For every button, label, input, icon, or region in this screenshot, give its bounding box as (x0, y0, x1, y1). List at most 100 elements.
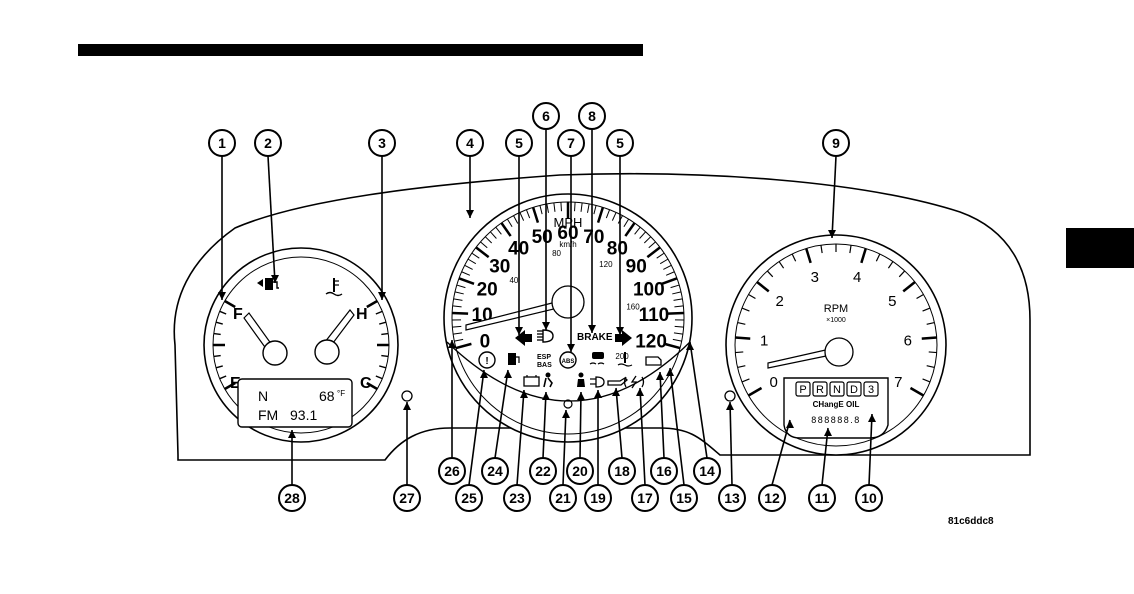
temp-cold-label: C (360, 375, 372, 392)
speed-tick (452, 326, 461, 327)
gauge-tick (381, 356, 388, 357)
speed-unit-kmh: km/h (559, 240, 576, 249)
radio-band: FM (258, 407, 278, 423)
callout-number: 26 (444, 463, 460, 479)
kmh-label: 160 (626, 303, 640, 312)
gear-label: R (816, 384, 824, 396)
indicator-lamp-27 (402, 391, 412, 401)
callout-number: 6 (542, 108, 550, 124)
callout-number: 10 (861, 490, 877, 506)
rpm-unit: RPM (824, 303, 848, 315)
callout-number: 12 (764, 490, 780, 506)
leader-line (580, 392, 581, 458)
leader-arrow (403, 402, 411, 410)
gear-label: P (799, 384, 806, 396)
esp-label: ESP (537, 354, 551, 361)
rpm-label: 2 (776, 293, 784, 310)
speed-label: 110 (639, 305, 670, 326)
tach-tick (929, 352, 937, 353)
callout-number: 5 (515, 135, 523, 151)
speed-label: 0 (480, 331, 491, 352)
callout-number: 18 (614, 463, 630, 479)
temp-hot-label: H (356, 306, 368, 323)
gear-label: 3 (868, 384, 874, 396)
speed-tick (675, 326, 684, 327)
speed-tick (575, 202, 576, 211)
speed-label: 90 (626, 257, 647, 278)
kmh-label: 120 (599, 260, 613, 269)
outside-temperature: 68 (319, 388, 335, 404)
gauge-tick (214, 356, 221, 357)
callout-number: 19 (590, 490, 606, 506)
gauge-tick (214, 334, 221, 335)
rpm-label: 1 (760, 333, 768, 350)
temperature-unit: °F (337, 389, 345, 398)
leader-line (690, 342, 707, 458)
radio-mode: N (258, 388, 268, 404)
leader-arrow (726, 402, 734, 410)
speed-label: 70 (583, 227, 604, 248)
speed-label: 20 (477, 280, 498, 301)
speed-label: 100 (633, 280, 665, 301)
callout-number: 8 (588, 108, 596, 124)
leader-arrow (466, 210, 474, 218)
callout-number: 28 (284, 490, 300, 506)
kmh-label: 80 (552, 249, 561, 258)
gear-label: D (850, 384, 858, 396)
gear-label: N (833, 384, 841, 396)
speed-tick (561, 202, 562, 211)
kmh-label: 40 (509, 276, 518, 285)
svg-text:ABS: ABS (562, 359, 575, 365)
fuel-temp-gauge: F E H C (204, 248, 398, 442)
callout-number: 4 (466, 135, 474, 151)
callout-number: 24 (487, 463, 503, 479)
callout-number: 1 (218, 135, 226, 151)
callout-number: 15 (676, 490, 692, 506)
leader-line (832, 156, 836, 238)
callout-number: 21 (555, 490, 571, 506)
rpm-multiplier: ×1000 (826, 317, 846, 324)
callout-number: 16 (656, 463, 672, 479)
tach-tick (922, 337, 937, 338)
brake-warning-label: BRAKE (577, 332, 613, 343)
left-turn-signal-tail (525, 334, 532, 342)
callout-number: 14 (699, 463, 715, 479)
kmh-label: 200 (615, 352, 629, 361)
speed-unit-mph: MPH (554, 215, 583, 230)
rpm-label: 5 (888, 293, 896, 310)
tach-tick (735, 352, 743, 353)
rpm-label: 0 (769, 374, 777, 391)
rpm-label: 3 (811, 269, 819, 286)
speed-tick (668, 313, 684, 314)
leader-line (730, 402, 732, 485)
speed-label: 120 (635, 331, 667, 352)
callout-number: 2 (264, 135, 272, 151)
tach-tick (735, 337, 750, 338)
right-turn-signal-tail (615, 334, 622, 342)
rpm-label: 6 (904, 333, 912, 350)
callout-number: 22 (535, 463, 551, 479)
odometer-readout: 888888.8 (811, 415, 861, 425)
speedometer: 0102030405060708090100110120 40801201602… (444, 194, 692, 442)
callout-number: 3 (378, 135, 386, 151)
rpm-label: 4 (853, 269, 861, 286)
speed-label: 30 (489, 257, 510, 278)
gauge-tick (381, 334, 388, 335)
callout-number: 11 (815, 490, 830, 506)
callout-number: 27 (399, 490, 415, 506)
callout-number: 23 (509, 490, 525, 506)
change-oil-message: CHangE OIL (813, 400, 860, 409)
callout-number: 7 (567, 135, 575, 151)
tachometer: 01234567 RPM ×1000 PRND3 CHangE OIL 8888… (726, 235, 946, 455)
callout-number: 13 (724, 490, 740, 506)
indicator-lamp-13 (725, 391, 735, 401)
bas-label: BAS (537, 362, 552, 369)
callout-number: 5 (616, 135, 624, 151)
callout-number: 9 (832, 135, 840, 151)
fuel-full-label: F (233, 306, 243, 323)
callout-number: 20 (572, 463, 588, 479)
svg-text:!: ! (485, 356, 488, 367)
